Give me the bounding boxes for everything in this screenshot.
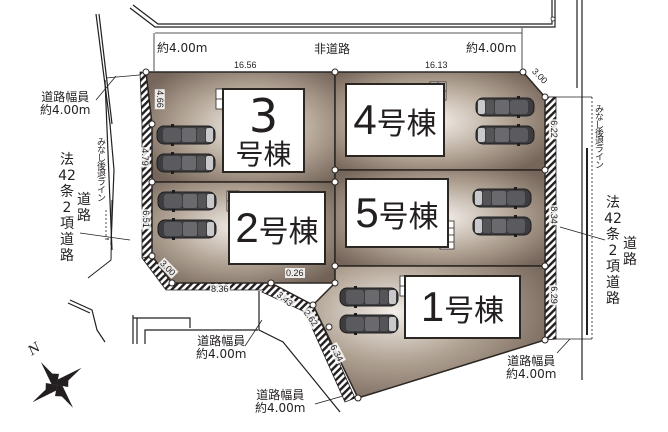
top-road-width-right: 約4.00m	[466, 41, 517, 55]
right-road-width: 道路幅員 約4.00m	[506, 354, 557, 381]
building-3[interactable]: 3 号棟	[222, 88, 305, 173]
building-4-suffix: 号棟	[376, 107, 437, 142]
dim-right-2: 8.34	[548, 205, 559, 225]
north-arrow-icon	[32, 362, 82, 408]
left-road-type-side: 道 路	[77, 192, 91, 224]
dim-bottom-mid: 0.26	[285, 268, 305, 278]
building-5-number: 5	[355, 189, 379, 236]
bottom-road-1-width: 道路幅員 約4.00m	[196, 334, 247, 361]
bottom-left-road-lines	[67, 291, 351, 413]
right-setback-line-label: みなし後退ライン	[593, 104, 603, 168]
dim-bottom-left: 8.36	[210, 284, 230, 294]
building-4[interactable]: 4号棟	[345, 83, 445, 157]
building-1-number: 1	[420, 283, 445, 330]
building-2[interactable]: 2号棟	[228, 191, 326, 265]
building-5[interactable]: 5号棟	[345, 178, 449, 248]
right-road-type-side: 道 路	[623, 236, 637, 268]
bottom-road-2-width: 道路幅員 約4.00m	[255, 388, 306, 415]
left-setback-line-label: みなし後退ライン	[95, 137, 105, 201]
dim-top-left: 16.56	[234, 60, 257, 70]
dim-left-2: 4.79	[139, 147, 150, 167]
top-road-lines	[129, 0, 578, 88]
left-road-lines	[79, 13, 151, 279]
building-2-suffix: 号棟	[258, 215, 319, 250]
boundary-markers	[142, 68, 549, 402]
dim-right-3: 6.29	[548, 285, 559, 305]
left-road-type-label: 法 42 条 2 項 道 路	[58, 152, 76, 264]
dim-left-3: 6.51	[140, 209, 151, 229]
dim-right-1: 6.22	[548, 119, 559, 139]
dim-top-right: 16.13	[425, 60, 448, 70]
left-road-width: 道路幅員 約4.00m	[40, 90, 91, 117]
building-3-suffix: 号棟	[235, 137, 292, 171]
building-5-suffix: 号棟	[378, 200, 439, 235]
building-1[interactable]: 1号棟	[404, 275, 521, 339]
dim-left-1: 4.66	[154, 89, 165, 109]
building-1-suffix: 号棟	[444, 294, 505, 329]
top-road-label: 非道路	[314, 42, 351, 56]
building-3-number: 3	[248, 88, 279, 143]
top-road-width-left: 約4.00m	[157, 41, 208, 55]
building-4-number: 4	[353, 96, 377, 143]
right-road-type-label: 法 42 条 2 項 道 路	[604, 195, 622, 307]
building-2-number: 2	[235, 204, 259, 251]
